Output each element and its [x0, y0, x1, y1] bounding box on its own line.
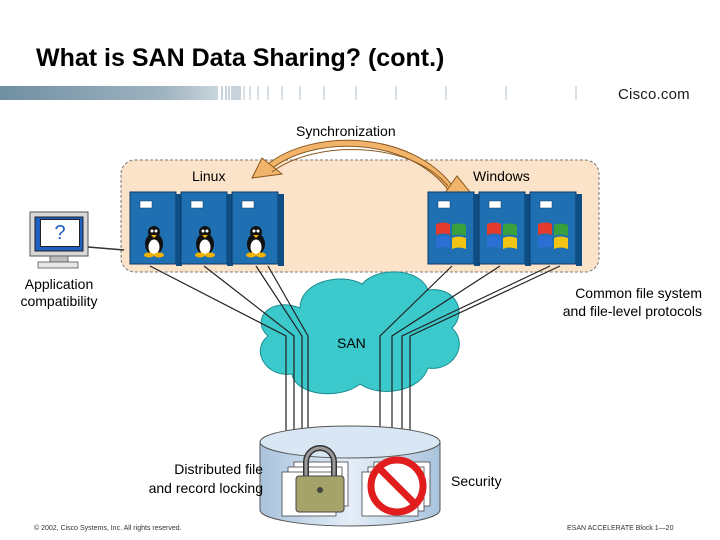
windows-servers [427, 191, 583, 267]
sync-arrows [251, 139, 471, 198]
synchronization-label: Synchronization [296, 123, 396, 139]
application-compatibility-label: Application compatibility [20, 276, 98, 309]
common-file-system-label: Common file system and file-level protoc… [562, 285, 702, 319]
fibre-connections [149, 265, 561, 440]
linux-label: Linux [192, 168, 226, 184]
cisco-logo: Cisco.com [618, 86, 690, 103]
no-access-icon [367, 456, 427, 516]
linux-servers [129, 191, 285, 267]
copyright-footer: © 2002, Cisco Systems, Inc. All rights r… [34, 525, 182, 532]
security-label: Security [451, 473, 502, 489]
header-bar [0, 86, 577, 100]
san-label: SAN [337, 335, 366, 351]
windows-label: Windows [473, 168, 530, 184]
distributed-locking-label: Distributed file and record locking [148, 461, 263, 496]
padlock-icon [295, 445, 345, 513]
question-mark-box: ? [40, 219, 80, 247]
course-footer: ESAN ACCELERATE Block 1—20 [567, 525, 674, 532]
slide-title: What is SAN Data Sharing? (cont.) [36, 44, 445, 72]
